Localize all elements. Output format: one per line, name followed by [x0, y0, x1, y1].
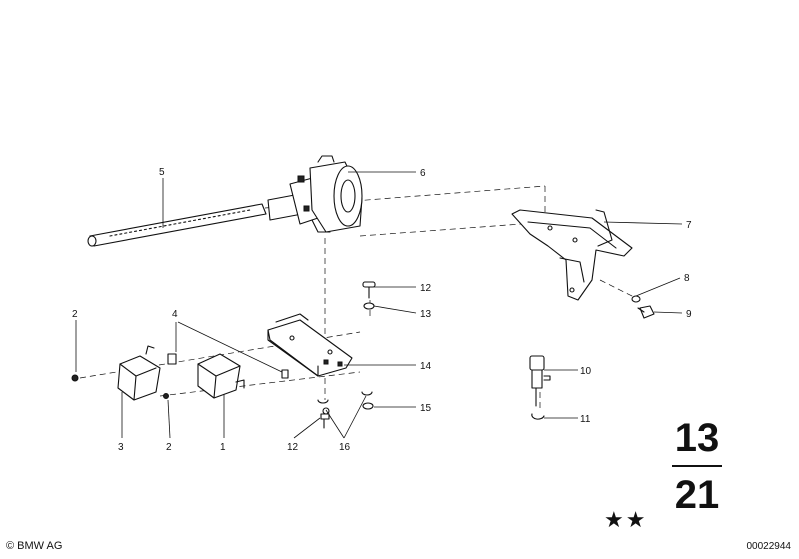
callout-11: 11	[580, 414, 591, 425]
callout-8: 8	[684, 273, 690, 284]
rod-part-5	[87, 203, 267, 247]
group-divider	[672, 465, 722, 467]
callout-16: 16	[339, 442, 351, 453]
callout-9: 9	[686, 309, 692, 320]
callout-14: 14	[420, 361, 432, 372]
callout-4: 4	[172, 309, 178, 320]
group-number-top: 13	[674, 416, 720, 460]
washer-bolt-part-8-9	[631, 295, 655, 319]
callout-2-left: 2	[72, 309, 78, 320]
small-hardware	[71, 353, 374, 429]
relay-part-3	[117, 345, 161, 401]
leader-lines	[75, 171, 683, 439]
callout-15: 15	[420, 403, 432, 414]
motor-unit-part-6	[267, 155, 363, 233]
callout-7: 7	[686, 220, 692, 231]
callout-12-upper: 12	[420, 283, 432, 294]
screw-washer-upper	[362, 281, 376, 310]
callout-2-bottom: 2	[166, 442, 172, 453]
relay-part-1	[197, 353, 245, 399]
clip-part-11	[531, 413, 545, 420]
copyright-text: © BMW AG	[6, 540, 63, 552]
rating-stars: ★★	[604, 507, 648, 532]
callout-10: 10	[580, 366, 592, 377]
callout-3: 3	[118, 442, 124, 453]
callouts: 5 6 7 8 9 12 13 14 15 10 11 2 4 3 2 1 12…	[72, 167, 692, 453]
mounting-plate-part-14	[267, 313, 353, 377]
bracket-part-7	[511, 209, 633, 301]
document-number: 00022944	[746, 541, 792, 552]
group-number-bottom: 21	[674, 473, 720, 517]
sensor-part-10	[529, 355, 551, 407]
callout-12-lower: 12	[287, 442, 299, 453]
callout-6: 6	[420, 168, 426, 179]
callout-13: 13	[420, 309, 432, 320]
callout-5: 5	[159, 167, 165, 178]
callout-1: 1	[220, 442, 226, 453]
